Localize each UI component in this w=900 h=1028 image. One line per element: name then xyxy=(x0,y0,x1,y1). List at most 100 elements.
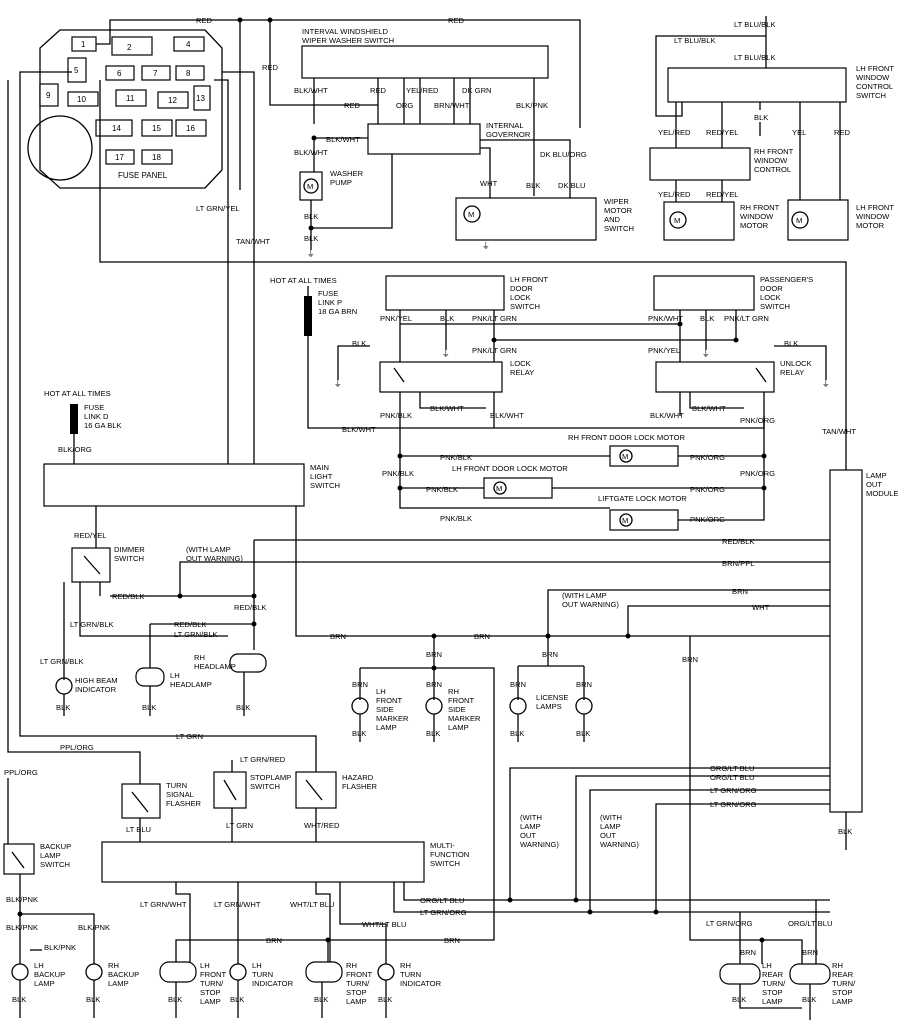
svg-text:RED: RED xyxy=(370,86,387,95)
high-beam-indicator xyxy=(55,677,73,695)
svg-text:LAMP: LAMP xyxy=(200,997,221,1006)
fuse-12: 12 xyxy=(168,96,177,105)
svg-text:INDICATOR: INDICATOR xyxy=(252,979,294,988)
svg-text:BRN: BRN xyxy=(426,650,442,659)
svg-text:LH: LH xyxy=(200,961,210,970)
fuse-feeds: TAN/WHT TAN/WHT LT GRN/YEL LT GRN xyxy=(19,71,856,780)
dimmer-switch xyxy=(71,547,111,583)
fuse-4: 4 xyxy=(186,40,191,49)
svg-text:PNK/LT GRN: PNK/LT GRN xyxy=(472,314,517,323)
svg-text:RH: RH xyxy=(194,653,205,662)
svg-text:BRN: BRN xyxy=(576,680,592,689)
svg-text:INDICATOR: INDICATOR xyxy=(75,685,117,694)
svg-text:MODULE: MODULE xyxy=(866,489,899,498)
svg-text:⏚: ⏚ xyxy=(482,241,490,250)
svg-text:BLK: BLK xyxy=(352,729,366,738)
svg-text:CONTROL: CONTROL xyxy=(856,82,893,91)
lock-relay xyxy=(379,361,503,393)
svg-text:RH FRONT DOOR LOCK MOTOR: RH FRONT DOOR LOCK MOTOR xyxy=(568,433,686,442)
svg-text:BLK/WHT: BLK/WHT xyxy=(430,404,464,413)
svg-text:FRONT: FRONT xyxy=(448,696,475,705)
svg-text:LOCK: LOCK xyxy=(510,359,531,368)
svg-text:RED/YEL: RED/YEL xyxy=(706,190,739,199)
license-lamp-right xyxy=(575,697,593,715)
svg-text:PNK/BLK: PNK/BLK xyxy=(440,453,472,462)
svg-text:BLK: BLK xyxy=(352,339,366,348)
svg-text:WINDOW: WINDOW xyxy=(856,212,890,221)
svg-text:⏚: ⏚ xyxy=(702,349,710,358)
svg-text:HAZARD: HAZARD xyxy=(342,773,374,782)
svg-text:⏚: ⏚ xyxy=(822,379,830,388)
lamp-out-module xyxy=(829,469,863,813)
svg-text:PNK/BLK: PNK/BLK xyxy=(380,411,412,420)
svg-text:PASSENGER'S: PASSENGER'S xyxy=(760,275,813,284)
fuse-17: 17 xyxy=(115,153,124,162)
svg-text:WHT: WHT xyxy=(480,179,498,188)
svg-text:RED: RED xyxy=(448,16,465,25)
svg-text:SIGNAL: SIGNAL xyxy=(166,790,194,799)
svg-text:OUT: OUT xyxy=(600,831,616,840)
svg-text:WARNING): WARNING) xyxy=(600,840,639,849)
svg-text:OUT WARNING): OUT WARNING) xyxy=(186,554,243,563)
svg-text:M: M xyxy=(796,216,802,225)
svg-text:BLK: BLK xyxy=(236,703,250,712)
svg-text:YEL/RED: YEL/RED xyxy=(658,190,691,199)
svg-text:BLK/WHT: BLK/WHT xyxy=(294,148,328,157)
svg-text:BRN: BRN xyxy=(740,948,756,957)
svg-text:LAMP: LAMP xyxy=(108,979,129,988)
svg-text:BLK/WHT: BLK/WHT xyxy=(692,404,726,413)
svg-text:MARKER: MARKER xyxy=(376,714,409,723)
rh-headlamp xyxy=(229,653,267,673)
svg-text:BLK: BLK xyxy=(700,314,714,323)
svg-text:TURN: TURN xyxy=(252,970,273,979)
svg-text:RH: RH xyxy=(346,961,357,970)
svg-text:PNK/ORG: PNK/ORG xyxy=(690,485,725,494)
svg-text:BACKUP: BACKUP xyxy=(34,970,65,979)
svg-text:FRONT: FRONT xyxy=(346,970,373,979)
svg-text:SWITCH: SWITCH xyxy=(40,860,70,869)
rh-side-marker-lamp xyxy=(425,697,443,715)
svg-text:BLK: BLK xyxy=(802,995,816,1004)
svg-text:LT GRN/ORG: LT GRN/ORG xyxy=(706,919,753,928)
svg-text:REAR: REAR xyxy=(832,970,854,979)
rh-turn-indicator xyxy=(377,963,395,981)
svg-text:RH FRONT: RH FRONT xyxy=(740,203,780,212)
svg-text:BRN/WHT: BRN/WHT xyxy=(434,101,470,110)
svg-text:RED: RED xyxy=(834,128,851,137)
svg-text:BLK: BLK xyxy=(440,314,454,323)
lh-front-turn-stop-lamp xyxy=(159,961,197,983)
svg-text:DOOR: DOOR xyxy=(760,284,783,293)
svg-text:WINDOW: WINDOW xyxy=(740,212,774,221)
svg-text:LICENSE: LICENSE xyxy=(536,693,569,702)
svg-text:BLK: BLK xyxy=(526,181,540,190)
svg-text:BLK/WHT: BLK/WHT xyxy=(490,411,524,420)
svg-text:LH: LH xyxy=(252,961,262,970)
svg-text:RED/BLK: RED/BLK xyxy=(722,537,755,546)
lh-backup-lamp xyxy=(11,963,29,981)
fuse-link-p xyxy=(304,296,312,336)
svg-text:LH: LH xyxy=(762,961,772,970)
svg-text:BRN: BRN xyxy=(802,948,818,957)
svg-text:PNK/YEL: PNK/YEL xyxy=(648,346,680,355)
svg-text:BACKUP: BACKUP xyxy=(108,970,139,979)
passenger-door-lock-switch xyxy=(653,275,755,311)
svg-text:BLK/PNK: BLK/PNK xyxy=(78,923,110,932)
svg-text:BRN: BRN xyxy=(732,587,748,596)
svg-text:FRONT: FRONT xyxy=(376,696,403,705)
svg-text:BRN: BRN xyxy=(352,680,368,689)
main-light-switch xyxy=(43,463,305,507)
svg-text:M: M xyxy=(496,484,502,493)
fuse-13: 13 xyxy=(196,94,205,103)
svg-text:WIPER: WIPER xyxy=(604,197,629,206)
svg-text:RED/BLK: RED/BLK xyxy=(174,620,207,629)
fuse-16: 16 xyxy=(186,124,195,133)
svg-text:DK BLU/ORG: DK BLU/ORG xyxy=(540,150,587,159)
fuse-8: 8 xyxy=(186,69,191,78)
svg-text:MOTOR: MOTOR xyxy=(856,221,885,230)
front-turn-section: LT GRN/WHT LT GRN/WHT WHT/LT BLU WHT/LT … xyxy=(140,882,442,1018)
fuse-11: 11 xyxy=(126,94,135,103)
svg-text:INTERNAL: INTERNAL xyxy=(486,121,524,130)
main-light-section: HOT AT ALL TIMES FUSE LINK D 16 GA BLK B… xyxy=(40,389,830,716)
ground-symbol: ⏚ xyxy=(307,249,315,258)
svg-text:PNK/BLK: PNK/BLK xyxy=(440,514,472,523)
